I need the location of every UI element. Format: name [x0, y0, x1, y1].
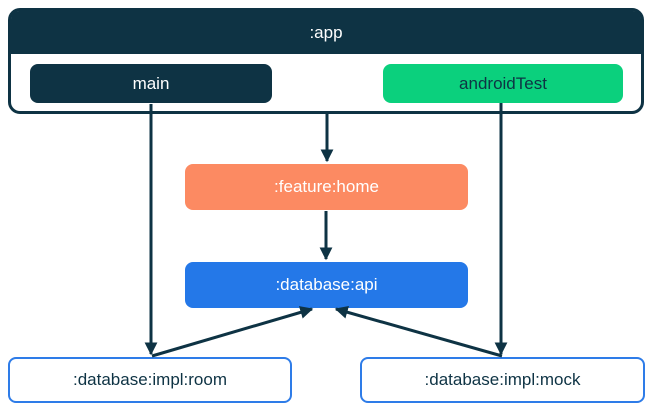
- node-database-api: :database:api: [185, 262, 468, 308]
- node-app-header: :app: [11, 11, 641, 54]
- edge-database-impl-room-to-database-api: [151, 306, 314, 358]
- node-database-api-label: :database:api: [275, 275, 378, 294]
- node-database-impl-mock: :database:impl:mock: [360, 357, 645, 403]
- node-main-label: main: [132, 73, 170, 93]
- node-database-impl-room-label: :database:impl:room: [72, 370, 228, 389]
- node-feature-home: :feature:home: [185, 164, 468, 210]
- node-app: :app main androidTest: [8, 8, 644, 114]
- node-feature-home-label: :feature:home: [274, 177, 379, 196]
- node-app-label: :app: [309, 22, 343, 42]
- node-database-impl-room: :database:impl:room: [8, 357, 292, 403]
- node-database-impl-mock-label: :database:impl:mock: [424, 370, 581, 389]
- edge-database-impl-mock-to-database-api: [334, 305, 503, 358]
- node-androidtest: androidTest: [383, 64, 623, 103]
- node-androidtest-label: androidTest: [459, 73, 547, 93]
- node-main: main: [30, 64, 272, 103]
